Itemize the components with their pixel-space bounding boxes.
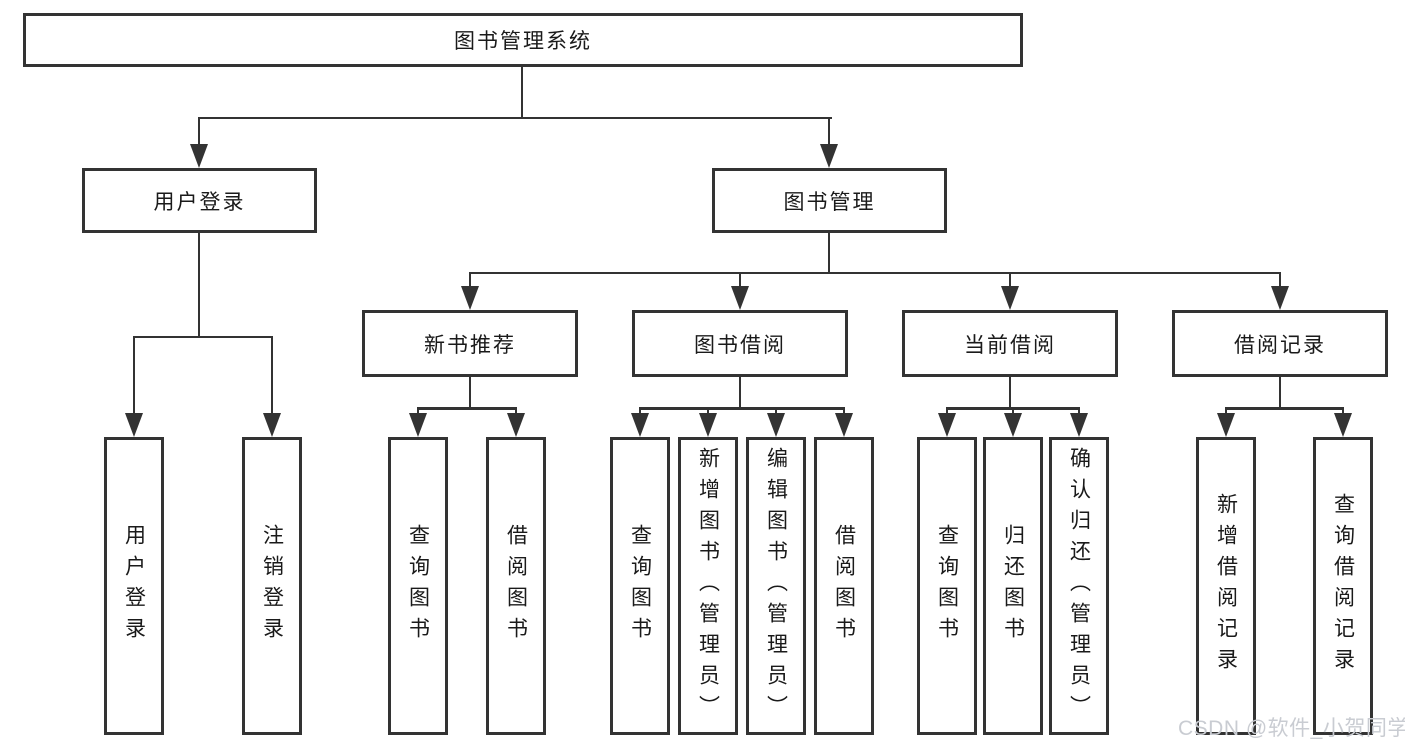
node-leaf-logout-label: 注销登录 xyxy=(260,524,284,648)
arrowhead-leaf-icon xyxy=(1004,413,1022,437)
arrowhead-leaf-icon xyxy=(699,413,717,437)
connector-level1-branch xyxy=(198,117,832,119)
node-leaf-edit-books-admin: 编辑图书（管理员） xyxy=(746,437,806,735)
node-leaf-logout: 注销登录 xyxy=(242,437,302,735)
arrowhead-leaf-icon xyxy=(507,413,525,437)
arrowhead-leaf-icon xyxy=(1070,413,1088,437)
arrowhead-leaf-icon xyxy=(1217,413,1235,437)
connector-borrow-record-stem xyxy=(1279,377,1281,408)
node-leaf-add-books-admin: 新增图书（管理员） xyxy=(678,437,738,735)
node-leaf-borrow-books-recommend: 借阅图书 xyxy=(486,437,546,735)
connector-to-borrow-record xyxy=(1279,272,1281,288)
node-leaf-user-login-label: 用户登录 xyxy=(122,524,146,648)
connector-to-book-management xyxy=(828,117,830,147)
connector-leaf-line xyxy=(707,408,709,416)
node-book-management-label: 图书管理 xyxy=(783,190,876,214)
connector-to-leaf-logout xyxy=(271,336,273,415)
connector-leaf-line xyxy=(515,408,517,416)
connector-level3-branch xyxy=(469,272,1281,274)
arrowhead-leaf-logout-icon xyxy=(263,413,281,437)
node-leaf-query-books-recommend-label: 查询图书 xyxy=(406,524,430,648)
node-leaf-query-borrow-record-label: 查询借阅记录 xyxy=(1331,493,1355,679)
node-leaf-query-books-borrow: 查询图书 xyxy=(610,437,670,735)
node-leaf-query-borrow-record: 查询借阅记录 xyxy=(1313,437,1373,735)
node-root-label: 图书管理系统 xyxy=(454,30,592,53)
node-leaf-query-books-current-label: 查询图书 xyxy=(935,524,959,648)
node-leaf-confirm-return-admin-label: 确认归还（管理员） xyxy=(1067,446,1091,726)
connector-book-management-stem xyxy=(828,233,830,273)
arrowhead-leaf-icon xyxy=(938,413,956,437)
connector-leaf-line xyxy=(1012,408,1014,416)
node-borrow-record-label: 借阅记录 xyxy=(1234,333,1326,357)
connector-borrow-record-branch xyxy=(1225,407,1344,410)
watermark-text: CSDN @软件_小贺同学 xyxy=(1178,717,1405,740)
node-leaf-add-borrow-record: 新增借阅记录 xyxy=(1196,437,1256,735)
node-leaf-borrow-books-recommend-label: 借阅图书 xyxy=(504,524,528,648)
node-leaf-confirm-return-admin: 确认归还（管理员） xyxy=(1049,437,1109,735)
connector-to-new-book xyxy=(469,272,471,288)
arrowhead-leaf-icon xyxy=(767,413,785,437)
node-leaf-query-books-recommend: 查询图书 xyxy=(388,437,448,735)
node-book-borrow-label: 图书借阅 xyxy=(694,333,786,357)
connector-user-login-stem xyxy=(198,233,200,337)
node-leaf-borrow-books: 借阅图书 xyxy=(814,437,874,735)
connector-to-current-borrow xyxy=(1009,272,1011,288)
node-leaf-borrow-books-label: 借阅图书 xyxy=(832,524,856,648)
connector-leaf-line xyxy=(946,408,948,416)
connector-to-user-login xyxy=(198,117,200,147)
node-new-book-recommend-label: 新书推荐 xyxy=(424,333,516,357)
connector-leaf-line xyxy=(1342,408,1344,416)
node-borrow-record: 借阅记录 xyxy=(1172,310,1388,377)
node-root-system: 图书管理系统 xyxy=(23,13,1023,67)
connector-new-book-branch xyxy=(417,407,517,410)
node-new-book-recommend: 新书推荐 xyxy=(362,310,578,377)
arrowhead-leaf-icon xyxy=(1334,413,1352,437)
connector-leaf-line xyxy=(775,408,777,416)
node-leaf-add-borrow-record-label: 新增借阅记录 xyxy=(1214,493,1238,679)
node-leaf-return-books: 归还图书 xyxy=(983,437,1043,735)
connector-root-stem xyxy=(521,67,523,118)
arrowhead-leaf-icon xyxy=(409,413,427,437)
node-leaf-edit-books-admin-label: 编辑图书（管理员） xyxy=(764,446,788,726)
node-book-borrow: 图书借阅 xyxy=(632,310,848,377)
arrowhead-leaf-icon xyxy=(631,413,649,437)
node-leaf-return-books-label: 归还图书 xyxy=(1001,524,1025,648)
connector-to-leaf-user-login xyxy=(133,336,135,415)
connector-new-book-stem xyxy=(469,377,471,408)
arrowhead-leaf-icon xyxy=(835,413,853,437)
node-user-login: 用户登录 xyxy=(82,168,317,233)
arrowhead-new-book-icon xyxy=(461,286,479,310)
connector-leaf-line xyxy=(417,408,419,416)
connector-to-book-borrow xyxy=(739,272,741,288)
connector-leaf-line xyxy=(1078,408,1080,416)
arrowhead-borrow-record-icon xyxy=(1271,286,1289,310)
arrowhead-user-login-icon xyxy=(190,144,208,168)
node-leaf-query-books-current: 查询图书 xyxy=(917,437,977,735)
connector-leaf-line xyxy=(1225,408,1227,416)
arrowhead-book-borrow-icon xyxy=(731,286,749,310)
connector-current-borrow-stem xyxy=(1009,377,1011,408)
node-leaf-add-books-admin-label: 新增图书（管理员） xyxy=(696,446,720,726)
node-book-management: 图书管理 xyxy=(712,168,947,233)
connector-leaf-line xyxy=(639,408,641,416)
arrowhead-leaf-user-login-icon xyxy=(125,413,143,437)
connector-leaf-line xyxy=(843,408,845,416)
node-current-borrow: 当前借阅 xyxy=(902,310,1118,377)
node-leaf-user-login: 用户登录 xyxy=(104,437,164,735)
arrowhead-book-management-icon xyxy=(820,144,838,168)
arrowhead-current-borrow-icon xyxy=(1001,286,1019,310)
node-leaf-query-books-borrow-label: 查询图书 xyxy=(628,524,652,648)
connector-book-borrow-branch xyxy=(639,407,845,410)
connector-book-borrow-stem xyxy=(739,377,741,408)
connector-user-login-branch xyxy=(133,336,273,338)
node-user-login-label: 用户登录 xyxy=(153,190,246,214)
node-current-borrow-label: 当前借阅 xyxy=(964,333,1056,357)
